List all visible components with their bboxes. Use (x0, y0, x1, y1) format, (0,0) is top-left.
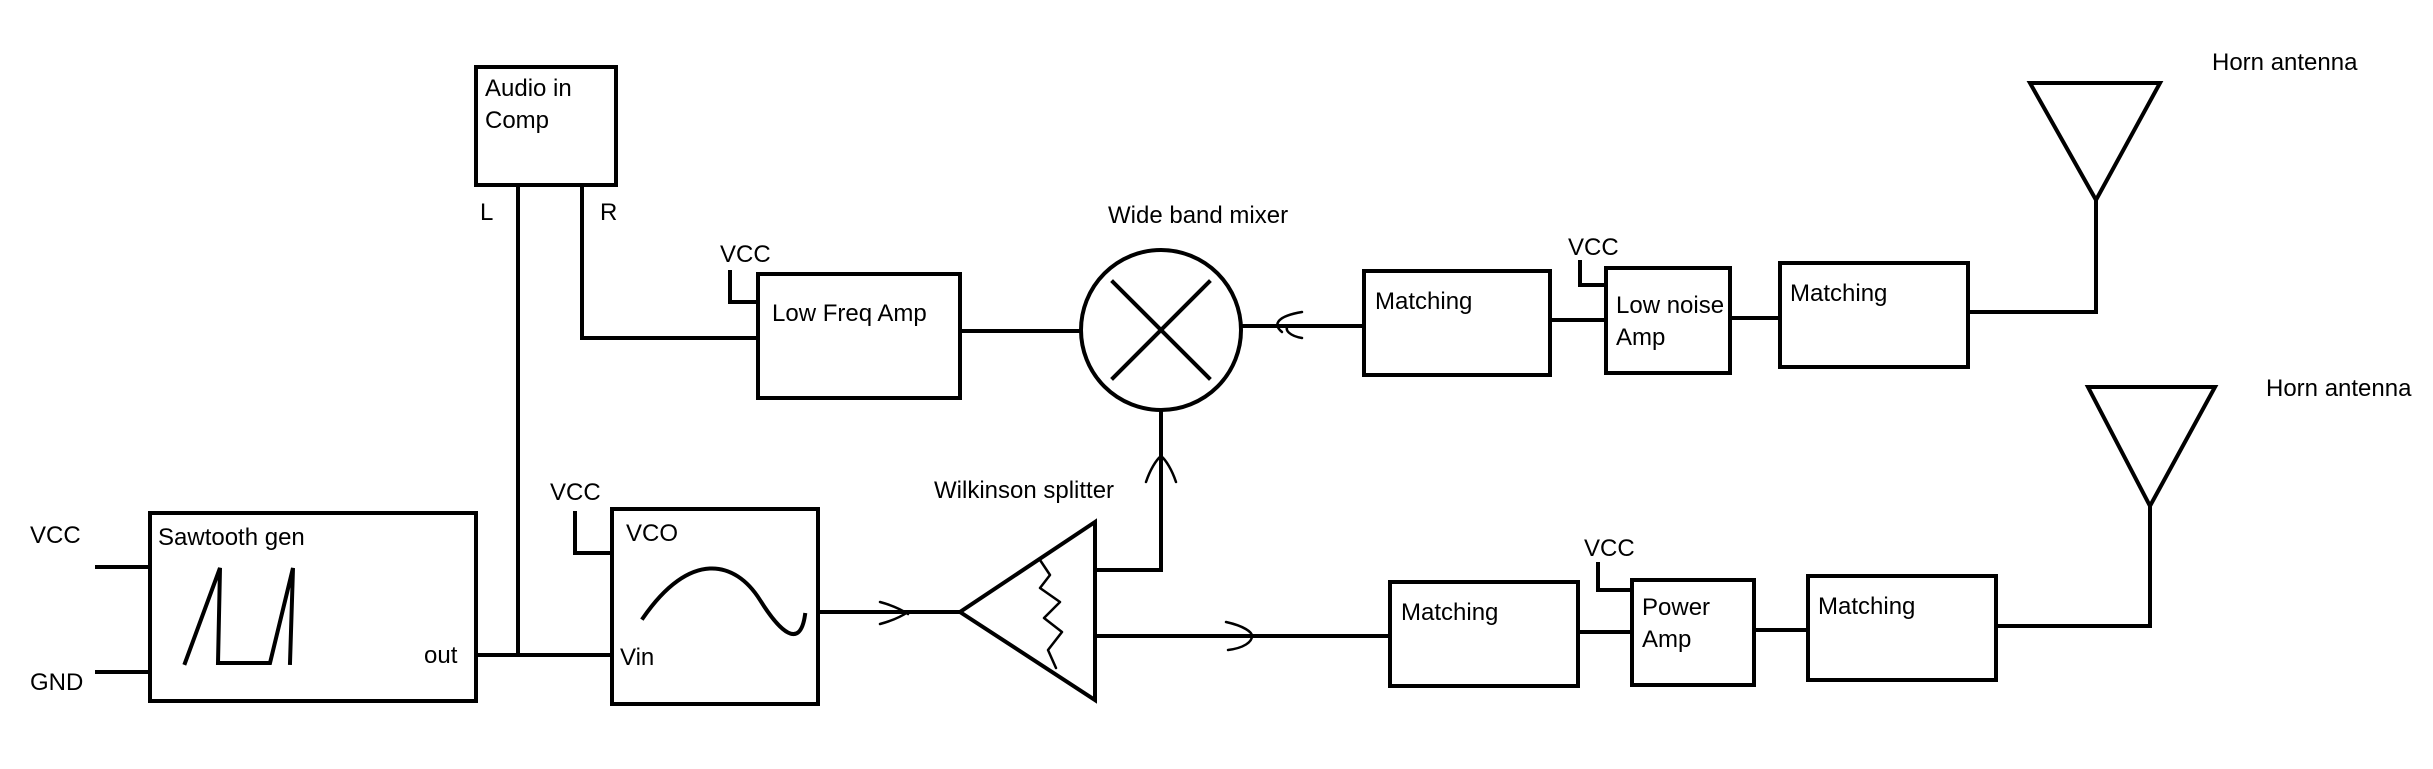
gnd-sawtooth-label: GND (30, 669, 83, 696)
vco-block: VCO Vin (610, 507, 820, 706)
rx-matching-1-label: Matching (1375, 288, 1472, 315)
splitter-to-mixer-wire (1093, 408, 1163, 572)
mixer-label: Wide band mixer (1108, 202, 1288, 229)
sine-wave-icon (640, 566, 808, 637)
tx-direction-arrow-icon (1224, 620, 1254, 652)
audio-right-port-label: R (600, 199, 617, 226)
rx-matching-block-1: Matching (1362, 269, 1552, 377)
tx-match2-to-antenna-wire (1994, 504, 2152, 628)
vco-label: VCO (626, 520, 678, 547)
vco-direction-arrow-icon (878, 600, 910, 626)
lo-direction-arrow-icon (1144, 454, 1178, 484)
splitter-label: Wilkinson splitter (934, 477, 1114, 504)
vcc-lna-wire (1578, 260, 1608, 287)
lna-line1-label: Low noise (1616, 292, 1724, 319)
audio-left-port-label: L (480, 199, 493, 226)
sawtooth-out-label: out (424, 642, 458, 669)
comp-label: Comp (485, 107, 549, 134)
rx-horn-antenna-icon (2026, 81, 2164, 205)
tx-matching-block-1: Matching (1388, 580, 1580, 688)
low-freq-amp-label: Low Freq Amp (772, 300, 927, 327)
vco-vin-label: Vin (620, 644, 654, 671)
wilkinson-splitter (956, 518, 1097, 704)
wide-band-mixer (1079, 248, 1243, 412)
sawtooth-gen-label: Sawtooth gen (158, 524, 305, 551)
rx-match2-to-antenna-wire (1966, 198, 2098, 314)
low-noise-amp-block: Low noise Amp (1604, 266, 1732, 375)
audio-in-comp-block: Audio in Comp L R (474, 65, 618, 226)
audio-in-label: Audio in (485, 75, 572, 102)
vcc-pa-label: VCC (1584, 535, 1635, 562)
sawtooth-wave-icon (182, 567, 295, 666)
pa-line2-label: Amp (1642, 626, 1691, 653)
sawtooth-generator-block: Sawtooth gen out (148, 511, 478, 703)
rx-horn-antenna-label: Horn antenna (2212, 49, 2358, 76)
power-amp-block: Power Amp (1630, 578, 1756, 687)
tx-horn-antenna-label: Horn antenna (2266, 375, 2412, 402)
vcc-lf-amp-label: VCC (720, 241, 771, 268)
tx-matching-block-2: Matching (1806, 574, 1998, 682)
vcc-lf-amp-wire (728, 270, 760, 304)
rx-direction-arrow-icon (1276, 310, 1304, 340)
audio-right-to-lf-amp-wire (580, 183, 760, 340)
vcc-vco-wire (573, 511, 614, 555)
rx-matching-2-label: Matching (1790, 280, 1887, 307)
pa-line1-label: Power (1642, 594, 1710, 621)
rx-matching-block-2: Matching (1778, 261, 1970, 369)
tx-horn-antenna-icon (2084, 385, 2219, 511)
vcc-lna-label: VCC (1568, 234, 1619, 261)
lna-line2-label: Amp (1616, 324, 1665, 351)
tx-matching-1-label: Matching (1401, 599, 1498, 626)
tx-matching-2-label: Matching (1818, 593, 1915, 620)
vcc-vco-label: VCC (550, 479, 601, 506)
low-freq-amp-block: Low Freq Amp (756, 272, 962, 400)
vcc-sawtooth-label: VCC (30, 522, 81, 549)
vcc-pa-wire (1596, 562, 1634, 592)
